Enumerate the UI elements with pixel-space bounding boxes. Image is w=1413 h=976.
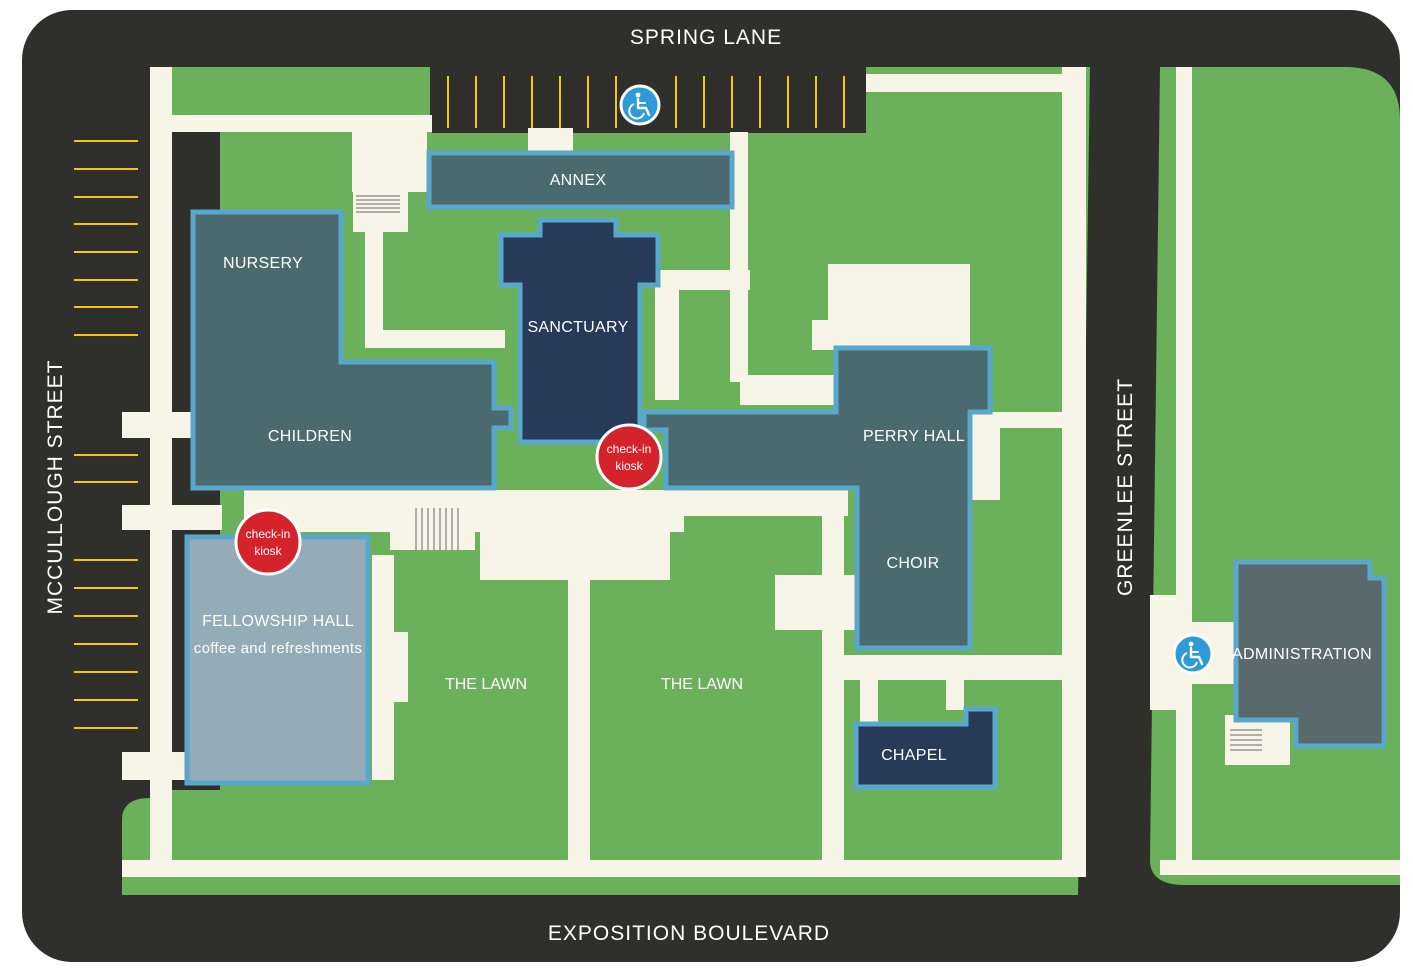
kiosk-east-line1: check-in bbox=[607, 442, 652, 456]
label-annex: ANNEX bbox=[550, 172, 607, 189]
wheelchair-icon bbox=[1172, 633, 1214, 675]
label-chapel: CHAPEL bbox=[881, 747, 947, 764]
label-children: CHILDREN bbox=[268, 428, 352, 445]
kiosk-west-line1: check-in bbox=[246, 527, 291, 541]
label-fellowship-hall: FELLOWSHIP HALL bbox=[202, 613, 354, 630]
wheelchair-icon bbox=[619, 84, 661, 126]
street-south: EXPOSITION BOULEVARD bbox=[548, 922, 830, 945]
building-nursery-children[interactable] bbox=[190, 209, 514, 491]
label-perry-hall: PERRY HALL bbox=[863, 428, 965, 445]
north-parking-lines bbox=[447, 76, 845, 128]
kiosk-east-line2: kiosk bbox=[615, 459, 643, 473]
label-administration: ADMINISTRATION bbox=[1232, 646, 1372, 663]
kiosk-marker-east bbox=[595, 423, 663, 491]
building-chapel[interactable] bbox=[853, 706, 998, 790]
label-sanctuary: SANCTUARY bbox=[527, 319, 628, 336]
building-annex[interactable] bbox=[426, 150, 735, 210]
street-east: GREENLEE STREET bbox=[1114, 378, 1137, 596]
street-north: SPRING LANE bbox=[630, 26, 782, 49]
label-fellowship-sub: coffee and refreshments bbox=[194, 640, 362, 657]
kiosk-marker-west bbox=[234, 508, 302, 576]
kiosk-west-line2: kiosk bbox=[254, 544, 282, 558]
label-nursery: NURSERY bbox=[223, 255, 303, 272]
label-lawn-west: THE LAWN bbox=[445, 676, 527, 693]
checkin-kiosk-east[interactable]: check-in kiosk bbox=[595, 423, 663, 491]
checkin-kiosk-west[interactable]: check-in kiosk bbox=[234, 508, 302, 576]
label-choir: CHOIR bbox=[886, 555, 939, 572]
building-administration[interactable] bbox=[1233, 559, 1387, 749]
building-fellowship-hall[interactable] bbox=[184, 534, 371, 786]
west-parking-lines bbox=[74, 140, 138, 729]
street-west: MCCULLOUGH STREET bbox=[44, 359, 67, 614]
stairs bbox=[356, 195, 1262, 751]
walkways bbox=[122, 67, 1400, 877]
label-lawn-east: THE LAWN bbox=[661, 676, 743, 693]
building-perry-hall-choir[interactable] bbox=[641, 345, 993, 651]
